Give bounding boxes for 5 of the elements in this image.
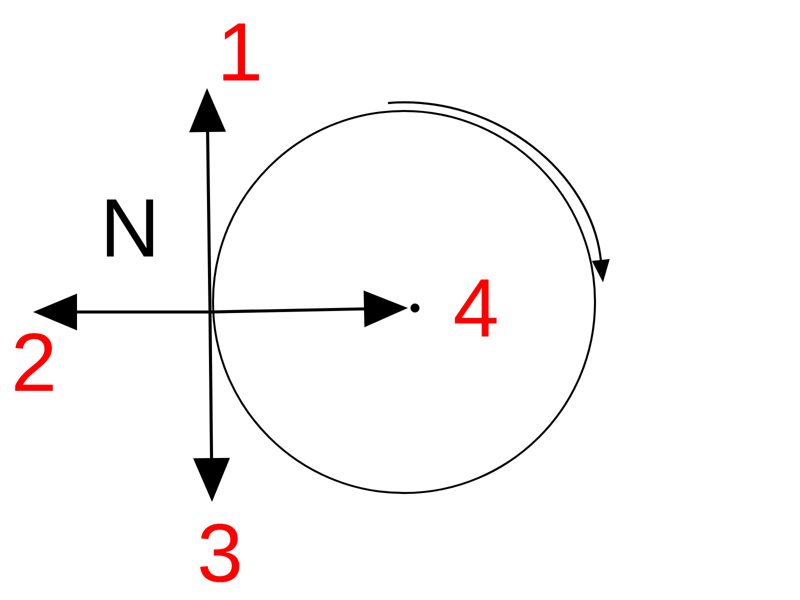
force-label: N (106, 200, 154, 256)
arrow-number: 1 (223, 24, 259, 80)
center-number: 4 (454, 280, 497, 336)
arrow-number: 2 (15, 333, 53, 391)
arrow-number: 3 (200, 524, 240, 582)
